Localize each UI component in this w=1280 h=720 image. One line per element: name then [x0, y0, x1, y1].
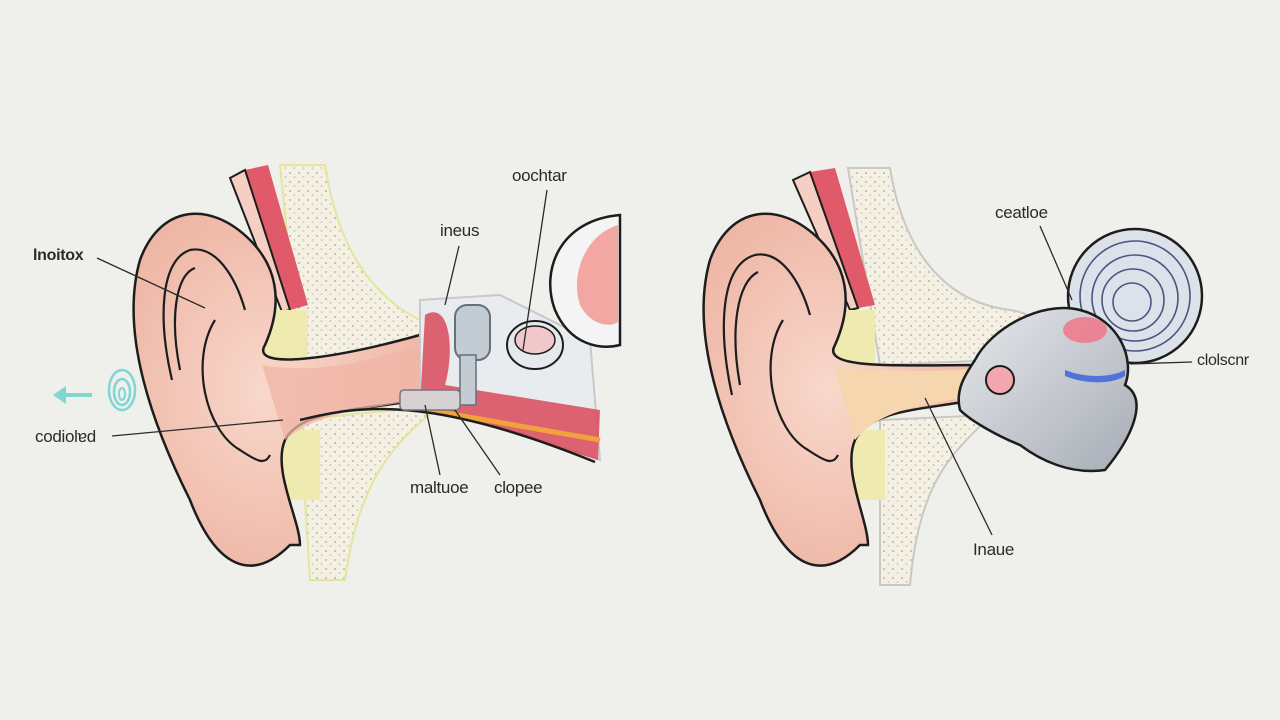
temporal-bone-lower [298, 403, 444, 581]
middle-ear-red [420, 312, 600, 460]
label-stapes: clopee [494, 478, 543, 497]
incus-ossicle [454, 304, 491, 361]
ear-canal [262, 345, 425, 440]
label-incus: ineus [440, 221, 480, 240]
vestibule [957, 306, 1138, 473]
label-canal-right: Inaue [973, 540, 1015, 559]
label-ear-canal: codiolɐd [35, 427, 96, 446]
eardrum-r [985, 365, 1015, 395]
label-top: oochtar [512, 166, 567, 185]
helix-fold [162, 248, 247, 381]
muscle-strip-r [810, 168, 875, 308]
concha [201, 319, 271, 463]
label-outer-ear: lnoitox [33, 247, 84, 264]
muscle-strip [245, 165, 308, 310]
orange-band [399, 402, 601, 443]
cochlea-rings [1079, 240, 1191, 352]
arrow-left-icon [53, 386, 92, 404]
label-malleus: maltuoe [410, 478, 469, 497]
left-ear-panel [53, 164, 622, 581]
label-cochlea: ceatloe [995, 203, 1048, 222]
label-side: clolscnr [1197, 352, 1249, 369]
ear-canal-r [835, 368, 985, 440]
sound-wave-icon [107, 368, 137, 412]
right-ear-panel [702, 167, 1204, 586]
malleus-ossicle [399, 389, 461, 411]
